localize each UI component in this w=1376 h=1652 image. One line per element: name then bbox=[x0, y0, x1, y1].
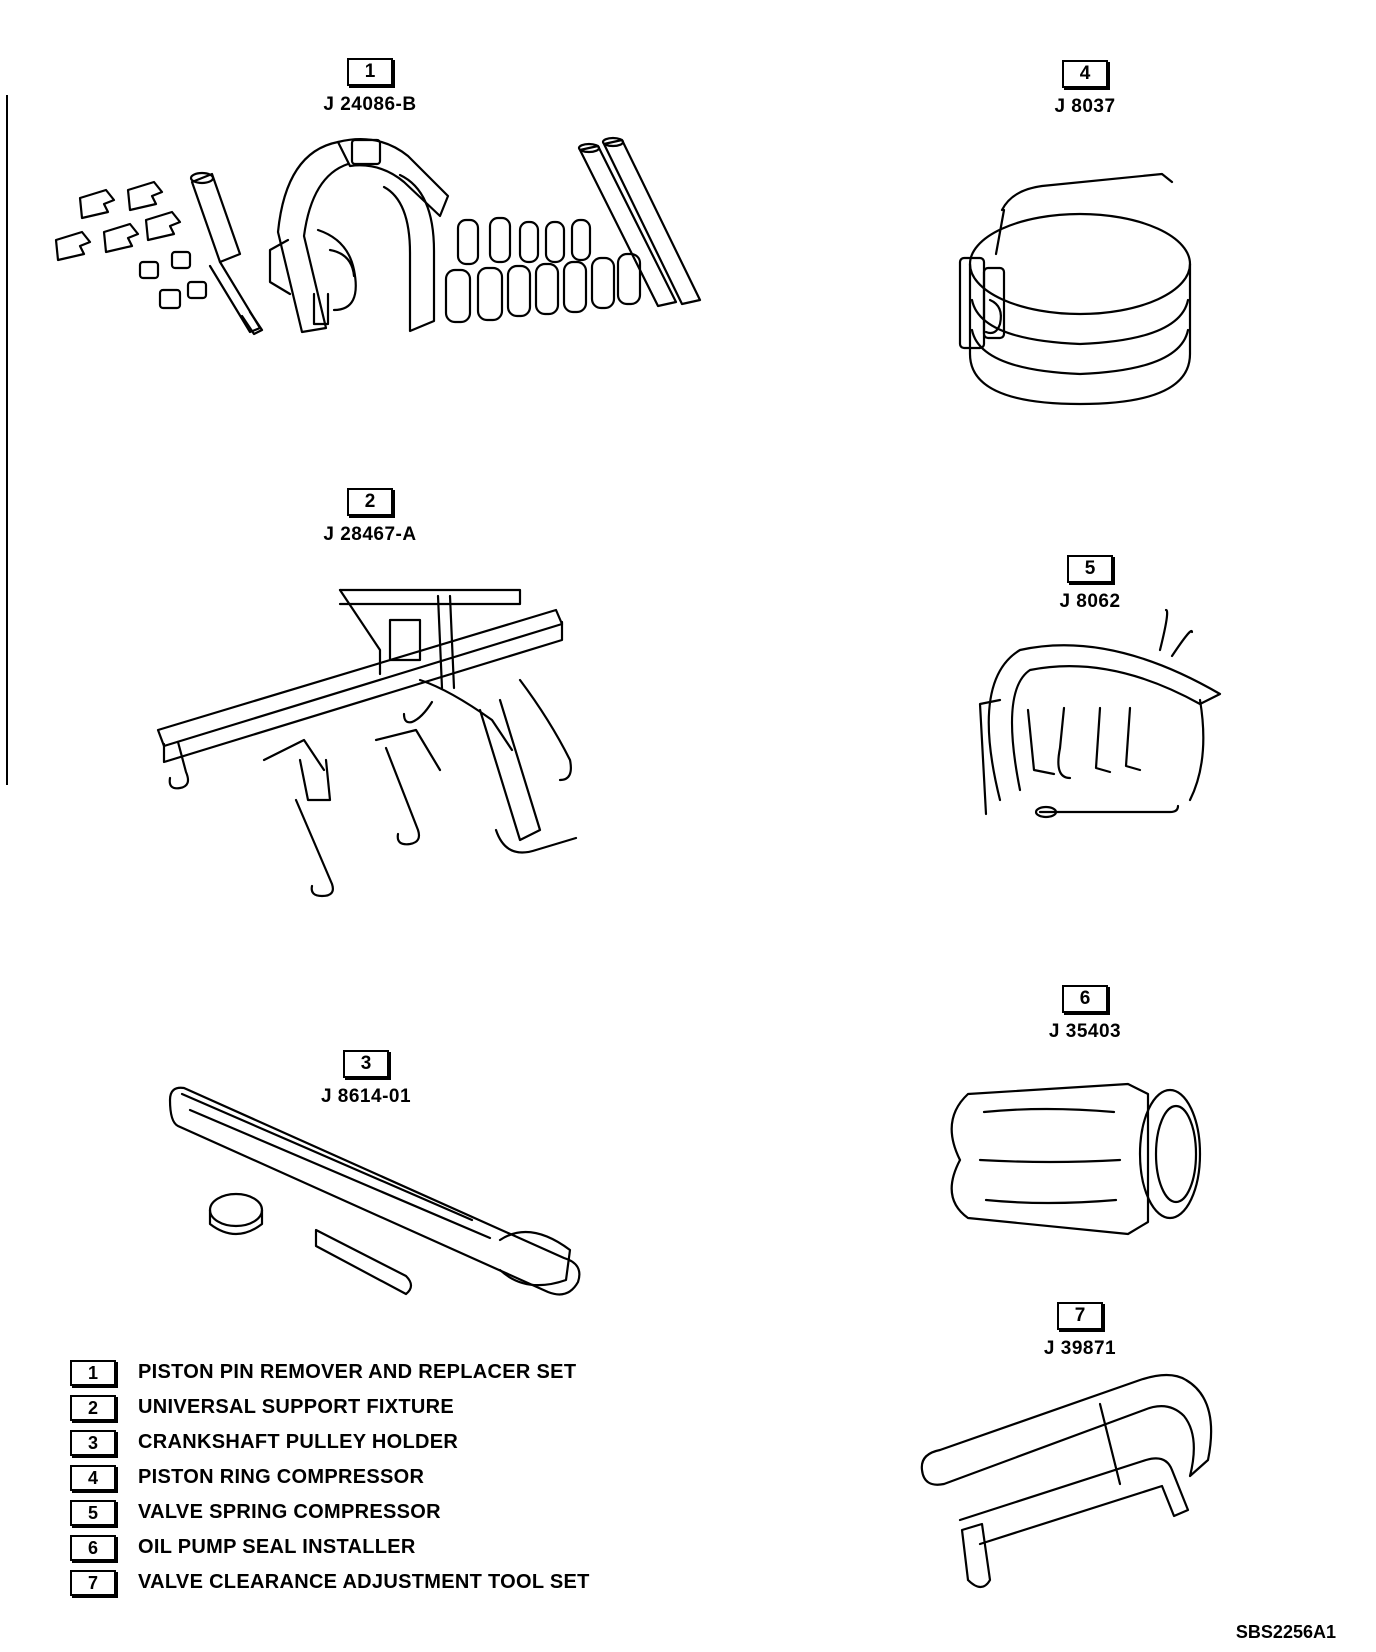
callout-tool-1: 1 J 24086-B bbox=[270, 58, 470, 116]
callout-number: 6 bbox=[1062, 985, 1108, 1013]
legend-text: UNIVERSAL SUPPORT FIXTURE bbox=[138, 1396, 455, 1418]
legend-text: VALVE CLEARANCE ADJUSTMENT TOOL SET bbox=[138, 1571, 590, 1593]
callout-tool-6: 6 J 35403 bbox=[985, 985, 1185, 1043]
legend-text: CRANKSHAFT PULLEY HOLDER bbox=[138, 1431, 459, 1453]
legend-number: 3 bbox=[70, 1429, 116, 1456]
legend-number: 1 bbox=[70, 1359, 116, 1386]
legend-text: VALVE SPRING COMPRESSOR bbox=[138, 1501, 441, 1523]
long-rods bbox=[579, 138, 700, 306]
legend-item: 3 CRANKSHAFT PULLEY HOLDER bbox=[70, 1425, 590, 1460]
legend-item: 4 PISTON RING COMPRESSOR bbox=[70, 1460, 590, 1495]
nut-pieces bbox=[140, 252, 206, 308]
callout-tool-7: 7 J 39871 bbox=[980, 1302, 1180, 1360]
tool-part-number: J 8062 bbox=[1059, 591, 1121, 612]
callout-tool-4: 4 J 8037 bbox=[985, 60, 1185, 118]
valve-spring-compressor-drawing bbox=[980, 610, 1220, 817]
legend-number: 2 bbox=[70, 1394, 116, 1421]
piston-pin-remover-set-drawing bbox=[56, 138, 700, 334]
legend-number: 6 bbox=[70, 1534, 116, 1561]
clip-pieces bbox=[56, 182, 180, 260]
legend-text: OIL PUMP SEAL INSTALLER bbox=[138, 1536, 416, 1558]
callout-number: 2 bbox=[347, 488, 393, 516]
callout-number: 7 bbox=[1057, 1302, 1103, 1330]
callout-number: 4 bbox=[1062, 60, 1108, 88]
press-fixture bbox=[270, 139, 448, 332]
legend-text: PISTON PIN REMOVER AND REPLACER SET bbox=[138, 1361, 577, 1383]
figure-id: SBS2256A1 bbox=[1235, 1622, 1336, 1642]
callout-number: 5 bbox=[1067, 555, 1113, 583]
tool-part-number: J 24086-B bbox=[323, 94, 417, 115]
tool-part-number: J 8037 bbox=[1054, 96, 1116, 117]
callout-number: 1 bbox=[347, 58, 393, 86]
tool-part-number: J 28467-A bbox=[323, 524, 417, 545]
page-edge-rule bbox=[6, 95, 8, 785]
crankshaft-pulley-holder-drawing bbox=[170, 1088, 579, 1295]
legend-text: PISTON RING COMPRESSOR bbox=[138, 1466, 425, 1488]
legend-number: 5 bbox=[70, 1499, 116, 1526]
tool-part-number: J 35403 bbox=[1048, 1021, 1122, 1042]
legend-number: 4 bbox=[70, 1464, 116, 1491]
universal-support-fixture-drawing bbox=[158, 590, 576, 896]
oil-pump-seal-installer-drawing bbox=[952, 1084, 1200, 1234]
legend-number: 7 bbox=[70, 1569, 116, 1596]
piston-ring-compressor-drawing bbox=[960, 174, 1190, 404]
callout-tool-2: 2 J 28467-A bbox=[270, 488, 470, 546]
valve-clearance-adjustment-tools-drawing bbox=[922, 1375, 1211, 1587]
legend-item: 1 PISTON PIN REMOVER AND REPLACER SET bbox=[70, 1355, 590, 1390]
legend-item: 6 OIL PUMP SEAL INSTALLER bbox=[70, 1530, 590, 1565]
legend-item: 7 VALVE CLEARANCE ADJUSTMENT TOOL SET bbox=[70, 1565, 590, 1600]
callout-tool-3: 3 J 8614-01 bbox=[266, 1050, 466, 1108]
tool-legend: 1 PISTON PIN REMOVER AND REPLACER SET 2 … bbox=[70, 1355, 590, 1600]
callout-number: 3 bbox=[343, 1050, 389, 1078]
screw-rod bbox=[191, 173, 262, 334]
legend-item: 2 UNIVERSAL SUPPORT FIXTURE bbox=[70, 1390, 590, 1425]
sleeve-set bbox=[446, 218, 640, 322]
tool-part-number: J 39871 bbox=[1043, 1338, 1117, 1359]
legend-item: 5 VALVE SPRING COMPRESSOR bbox=[70, 1495, 590, 1530]
callout-tool-5: 5 J 8062 bbox=[990, 555, 1190, 613]
tool-part-number: J 8614-01 bbox=[320, 1086, 412, 1107]
